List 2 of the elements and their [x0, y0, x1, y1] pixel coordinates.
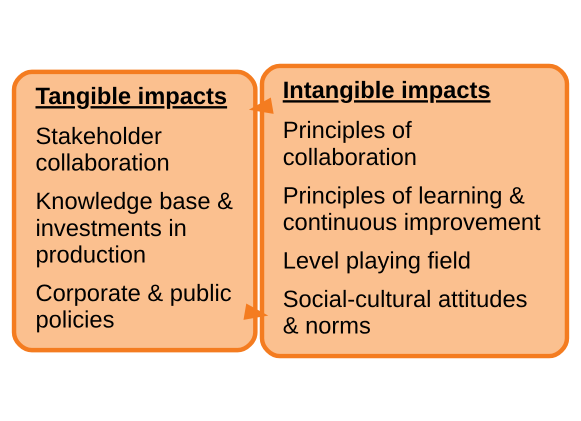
arrow: [248, 96, 274, 114]
arrow: [244, 302, 268, 320]
